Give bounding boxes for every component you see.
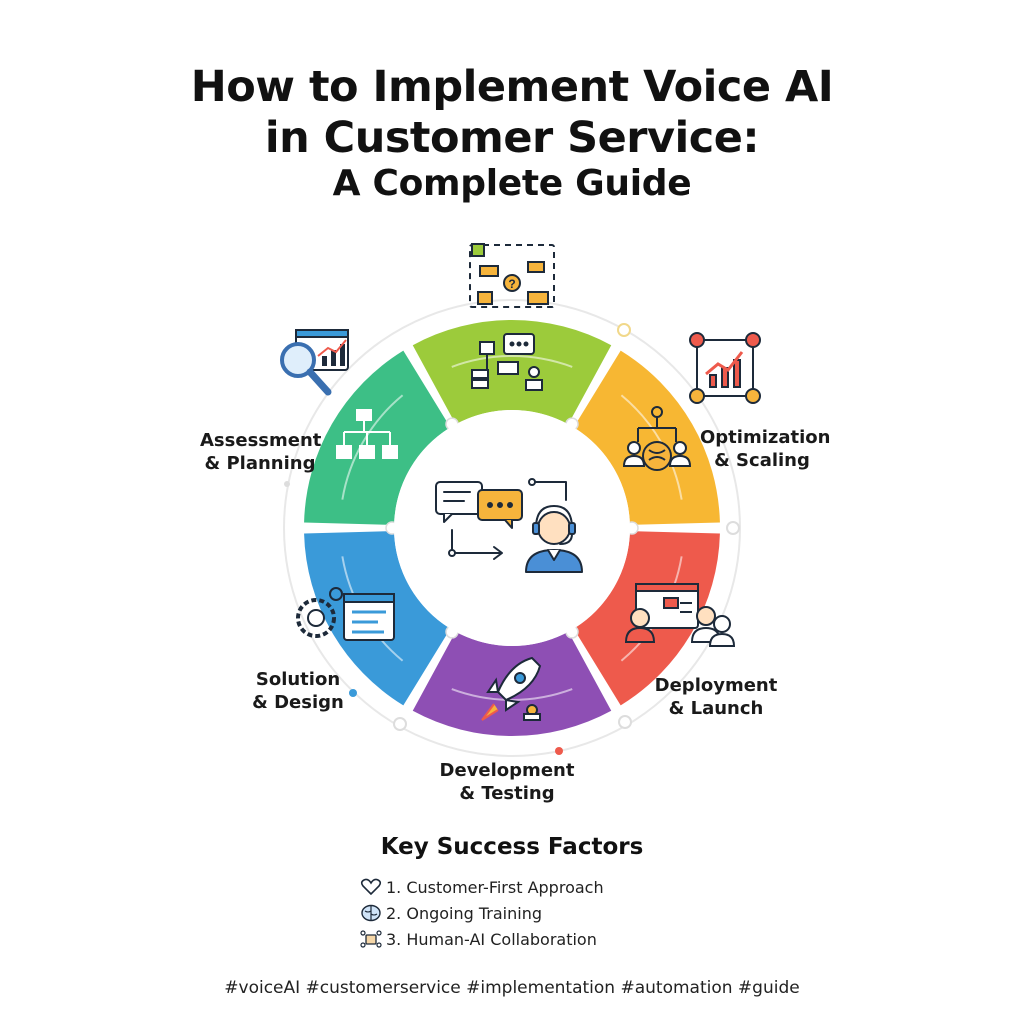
decor-dot <box>393 717 407 731</box>
stage-label-line: Solution <box>255 669 341 690</box>
stage-label-line: & Launch <box>668 698 764 719</box>
decor-dot <box>555 747 563 755</box>
stage-label-line: Development <box>439 760 575 781</box>
decor-dot <box>349 689 357 697</box>
gear-window-icon <box>296 587 395 641</box>
svg-text:?: ? <box>508 277 515 291</box>
key-factors-list: 1. Customer-First Approach 2. Ongoing Tr… <box>360 874 604 952</box>
stage-label-line: Optimization <box>700 427 831 448</box>
stage-label-line: & Planning <box>204 453 316 474</box>
segment-arc-line <box>451 354 573 368</box>
rocket-icon <box>481 656 542 721</box>
decor-dot <box>618 715 632 729</box>
decor-dot <box>284 481 290 487</box>
stage-label-line: Assessment <box>200 430 322 451</box>
team-dashboard-icon <box>624 583 736 647</box>
segment-assessment <box>304 350 451 525</box>
stage-label-line: Deployment <box>654 675 778 696</box>
growth-chart-icon <box>689 332 761 404</box>
voice-agent-headset-icon <box>435 478 583 573</box>
decor-dot <box>726 521 740 535</box>
segment-arc-line <box>341 394 404 500</box>
title-line-2: in Customer Service: <box>264 112 760 163</box>
factor-text: 2. Ongoing Training <box>386 903 542 923</box>
workflow-chat-icon <box>471 333 543 391</box>
stage-label-line: & Design <box>252 692 344 713</box>
stage-label-deployment: Deployment & Launch <box>654 674 778 720</box>
factor-text: 3. Human-AI Collaboration <box>386 929 597 949</box>
stage-label-development: Development & Testing <box>436 759 578 805</box>
page-title: How to Implement Voice AI in Customer Se… <box>0 62 1024 206</box>
title-line-3: A Complete Guide <box>332 163 692 205</box>
list-item: 1. Customer-First Approach <box>360 874 604 900</box>
decision-flowchart-icon: ? <box>469 243 555 308</box>
stage-label-optimization: Optimization & Scaling <box>700 426 831 472</box>
decor-dot <box>617 323 631 337</box>
hashtags: #voiceAI #customerservice #implementatio… <box>224 978 800 998</box>
stage-label-solution: Solution & Design <box>236 668 360 714</box>
brain-icon <box>361 904 381 922</box>
segment-optimization <box>573 350 720 525</box>
factor-text: 1. Customer-First Approach <box>386 877 604 897</box>
stage-label-line: & Scaling <box>714 450 810 471</box>
heart-icon <box>360 878 382 896</box>
list-item: 3. Human-AI Collaboration <box>360 926 604 952</box>
analytics-magnifier-icon <box>280 329 349 396</box>
title-line-1: How to Implement Voice AI <box>190 62 834 112</box>
stage-label-line: & Testing <box>459 783 555 804</box>
stage-label-assessment: Assessment & Planning <box>200 429 322 475</box>
key-factors-title: Key Success Factors <box>380 834 644 860</box>
cycle-segments <box>304 320 720 737</box>
hierarchy-checklist-icon <box>336 409 398 459</box>
human-ai-icon <box>360 930 382 948</box>
list-item: 2. Ongoing Training <box>360 900 604 926</box>
brain-network-icon <box>622 406 692 471</box>
